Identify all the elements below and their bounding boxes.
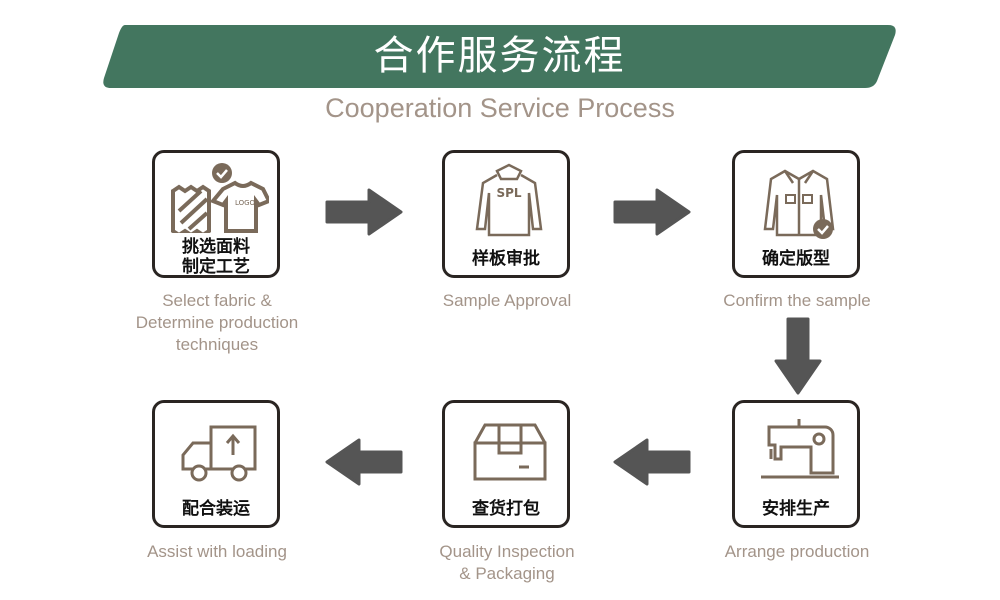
step-arrange-production: 安排生产 (732, 400, 860, 528)
truck-icon (181, 425, 257, 482)
step-label: 样板审批 (472, 249, 540, 269)
step-caption: Quality Inspection & Packaging (387, 541, 627, 585)
step-label: 确定版型 (762, 249, 830, 269)
step-sample-approval: SPL 样板审批 (442, 150, 570, 278)
caption-line: & Packaging (459, 564, 555, 583)
step-quality-inspection: 查货打包 (442, 400, 570, 528)
page-subtitle: Cooperation Service Process (325, 93, 675, 123)
step-label: 安排生产 (762, 499, 830, 519)
arrow-right-icon (325, 188, 403, 236)
caption-line: techniques (175, 335, 259, 354)
step-caption: Select fabric & Determine production tec… (97, 290, 337, 356)
step-select-fabric: LOGO 挑选面料制定工艺 (152, 150, 280, 278)
sweater-icon: SPL (475, 163, 543, 237)
step-label-line: 制定工艺 (182, 257, 250, 277)
step-caption: Arrange production (724, 542, 870, 561)
arrow-left-icon (613, 438, 691, 486)
step-caption: Assist with loading (147, 542, 287, 561)
caption-line: Quality Inspection (439, 542, 575, 561)
step-label: 配合装运 (182, 499, 250, 519)
step-label-line: 挑选面料 (182, 237, 250, 257)
caption-line: Select fabric & (162, 291, 272, 310)
box-icon (473, 423, 547, 481)
step-caption: Confirm the sample (723, 291, 871, 310)
fabric-tshirt-check-icon: LOGO (171, 163, 269, 233)
step-assist-loading: 配合装运 (152, 400, 280, 528)
title-banner: 合作服务流程 (103, 25, 896, 88)
shirt-check-icon (763, 169, 835, 239)
step-caption: Sample Approval (442, 291, 572, 310)
arrow-right-icon (613, 188, 691, 236)
logo-text: LOGO (235, 199, 256, 207)
page-title: 合作服务流程 (373, 33, 626, 79)
step-confirm-sample: 确定版型 (732, 150, 860, 278)
arrow-down-icon (774, 317, 822, 395)
shirt-text: SPL (496, 186, 521, 200)
step-label: 挑选面料制定工艺 (155, 237, 277, 277)
sewing-machine-icon (761, 419, 839, 479)
arrow-left-icon (325, 438, 403, 486)
caption-line: Determine production (135, 313, 299, 332)
step-label: 查货打包 (472, 499, 540, 519)
